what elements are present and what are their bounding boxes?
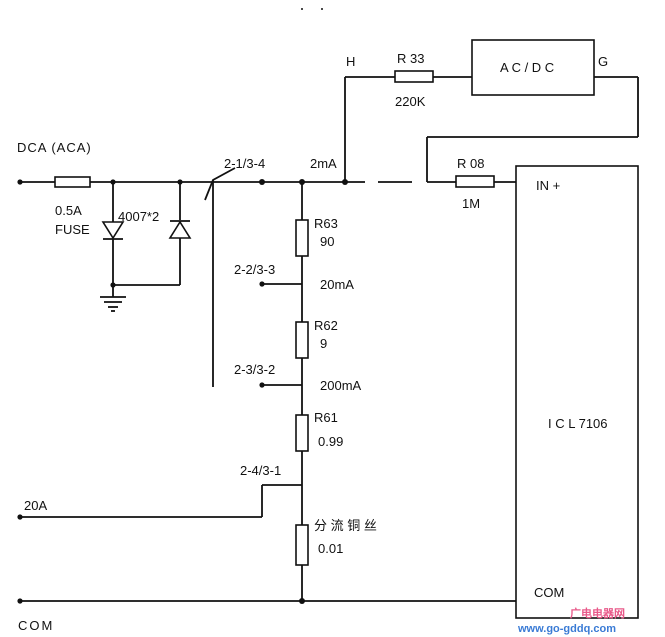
- com-terminal-label: COM: [18, 618, 54, 633]
- watermark-site-url: www.go-gddq.com: [517, 623, 616, 635]
- resistor-r62: [295, 321, 309, 359]
- shunt-name: 分 流 铜 丝: [314, 518, 377, 533]
- fuse-name-label: FUSE: [55, 222, 90, 237]
- acdc-label: A C / D C: [500, 60, 554, 75]
- r33-name: R 33: [397, 51, 424, 66]
- range-2ma-label: 2mA: [310, 156, 337, 171]
- input-20a-label: 20A: [24, 498, 47, 513]
- range-200ma-label: 200mA: [320, 378, 362, 393]
- switch-2-label: 2-2/3-3: [234, 262, 275, 277]
- fuse: [54, 176, 91, 188]
- diode-1: [101, 221, 125, 240]
- r63-name: R63: [314, 216, 338, 231]
- r08-value: 1M: [462, 196, 480, 211]
- icl7106-chip: [515, 165, 639, 619]
- r33-value: 220K: [395, 94, 426, 109]
- acdc-converter: [471, 39, 595, 96]
- node-h-label: H: [346, 54, 355, 69]
- shunt-chain: [259, 182, 309, 601]
- r08-name: R 08: [457, 156, 484, 171]
- watermark-site-cn: 广电电器网: [570, 606, 625, 620]
- com-line: [17, 598, 516, 604]
- shunt-wire: [295, 524, 309, 566]
- r61-value: 0.99: [318, 434, 343, 449]
- diode-2: [168, 220, 192, 239]
- resistor-r08: [455, 175, 495, 188]
- 20a-input: [17, 514, 262, 520]
- scan-marks: [301, 8, 323, 10]
- ic-in-plus-label: IN +: [536, 178, 560, 193]
- ic-com-label: COM: [534, 585, 564, 600]
- acdc-path: [344, 39, 639, 188]
- r61-name: R61: [314, 410, 338, 425]
- input-dca-label: DCA (ACA): [17, 140, 92, 155]
- resistor-r33: [394, 70, 434, 83]
- input-section: [17, 176, 262, 312]
- fuse-value-label: 0.5A: [55, 203, 82, 218]
- r62-value: 9: [320, 336, 327, 351]
- switch-3-label: 2-3/3-2: [234, 362, 275, 377]
- switch-1-label: 2-1/3-4: [224, 156, 265, 171]
- ground-icon: [100, 285, 126, 312]
- diodes-label: 4007*2: [118, 209, 159, 224]
- ic-name-label: I C L 7106: [548, 416, 608, 431]
- node-g-label: G: [598, 54, 608, 69]
- shunt-value: 0.01: [318, 541, 343, 556]
- r62-name: R62: [314, 318, 338, 333]
- range-20ma-label: 20mA: [320, 277, 354, 292]
- resistor-r61: [295, 414, 309, 452]
- resistor-r63: [295, 219, 309, 257]
- switch-4-label: 2-4/3-1: [240, 463, 281, 478]
- r63-value: 90: [320, 234, 334, 249]
